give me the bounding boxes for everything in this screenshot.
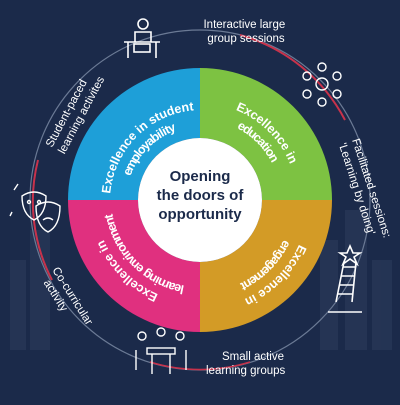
segment-ring <box>68 68 332 332</box>
ladder-star-icon <box>328 243 363 313</box>
outer-ring-accent-bottom <box>149 361 251 371</box>
theatre-masks-icon <box>9 183 61 233</box>
center-line-3: opportunity <box>158 206 242 223</box>
activity-small-groups-line-1: Small active <box>222 351 284 363</box>
svg-text:Interactive large group: Interactive large group sessions <box>203 19 288 45</box>
activity-small-groups-line-2: learning groups <box>206 365 286 377</box>
activity-interactive-line-2: group sessions <box>207 33 285 45</box>
segment-learning-environment <box>68 200 200 332</box>
student-desk-icon <box>124 18 160 58</box>
outer-ring-accent-left <box>31 159 53 281</box>
outer-ring-accent-top <box>239 34 346 121</box>
svg-text:Small active learning gr: Small active learning groups <box>206 351 287 377</box>
center-line-2: the doors of <box>157 187 245 204</box>
activity-interactive-line-1: Interactive large <box>203 19 285 31</box>
activity-interactive-large-group: Interactive large group sessions <box>203 19 342 107</box>
segment-education <box>200 68 332 200</box>
center-circle <box>138 138 262 262</box>
background-texture <box>10 210 392 350</box>
people-circle-icon <box>302 62 342 107</box>
segment-employability <box>68 68 200 200</box>
segment-engagement <box>200 200 332 332</box>
center-line-1: Opening <box>170 168 231 185</box>
svg-text:Facilitated sessions: 'L: Facilitated sessions: 'Learning by doing… <box>336 137 394 247</box>
activity-small-active-groups: Small active learning groups <box>135 327 287 377</box>
group-table-icon <box>135 327 187 374</box>
